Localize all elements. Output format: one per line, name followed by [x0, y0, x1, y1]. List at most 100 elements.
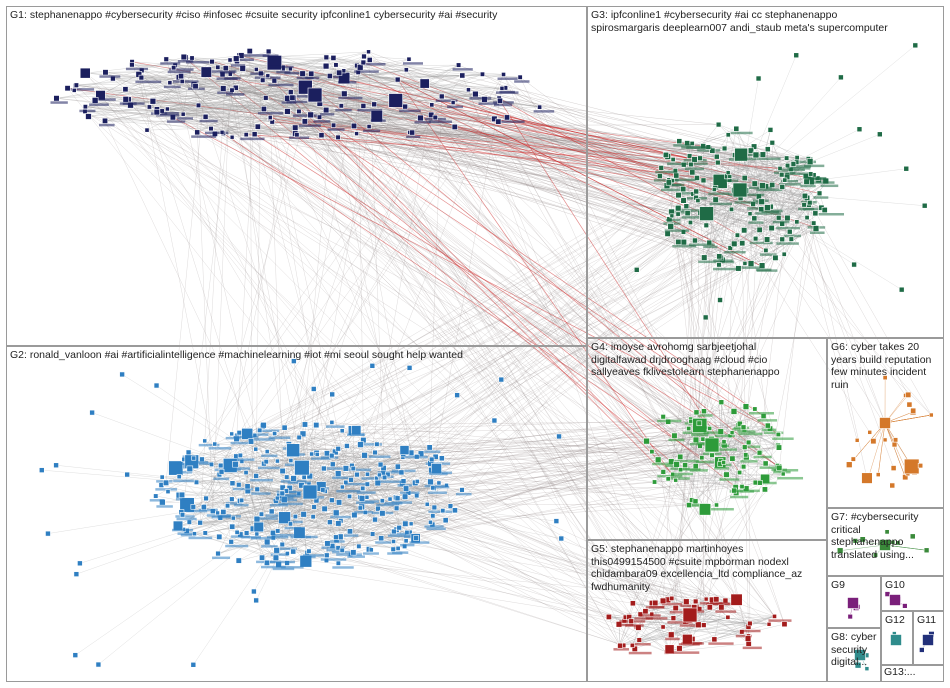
edge	[196, 482, 339, 564]
graph-node	[222, 65, 229, 72]
edge	[363, 56, 775, 617]
edge	[141, 70, 376, 520]
edge-highlight	[499, 100, 740, 473]
graph-node	[739, 484, 745, 490]
node-label-mark	[688, 162, 708, 165]
graph-node	[171, 65, 177, 71]
node-label-mark	[714, 467, 730, 470]
graph-node	[617, 642, 623, 649]
graph-node	[636, 637, 642, 643]
edge	[666, 185, 727, 475]
edge	[302, 433, 436, 470]
edge	[214, 157, 798, 445]
edge	[323, 420, 691, 469]
edge	[696, 177, 780, 448]
graph-node	[300, 511, 307, 518]
edge	[624, 620, 693, 640]
graph-node	[919, 647, 925, 653]
graph-node	[314, 451, 320, 457]
edge	[175, 467, 366, 513]
edge	[214, 97, 266, 135]
graph-node	[129, 61, 135, 68]
node-label-mark	[298, 124, 321, 127]
graph-node	[265, 73, 271, 79]
graph-node	[374, 441, 380, 447]
graph-node	[756, 226, 763, 233]
edge	[666, 623, 785, 653]
node-label-mark	[665, 637, 680, 641]
graph-node	[921, 202, 928, 209]
edge	[309, 379, 502, 493]
graph-node	[730, 593, 743, 606]
graph-node	[675, 211, 681, 217]
edge	[639, 634, 672, 641]
graph-node	[333, 62, 339, 68]
edge	[210, 128, 716, 200]
graph-node	[146, 104, 152, 110]
node-label-mark	[217, 515, 241, 518]
graph-node	[180, 111, 186, 117]
graph-node	[229, 496, 235, 502]
edge	[705, 189, 741, 318]
group-g2-label: G2: ronald_vanloon #ai #artificialintell…	[10, 349, 463, 361]
edge	[299, 474, 388, 533]
edge	[183, 56, 783, 240]
edge	[266, 562, 632, 622]
graph-node	[442, 517, 449, 524]
edge	[396, 411, 705, 509]
node-label-mark	[172, 528, 194, 532]
edge	[197, 57, 327, 133]
graph-node	[711, 187, 717, 192]
graph-node	[316, 114, 323, 120]
edge	[739, 129, 860, 191]
graph-node	[436, 480, 442, 486]
node-label-mark	[649, 605, 665, 609]
node-label-mark	[268, 83, 294, 87]
graph-node	[729, 430, 735, 436]
edge	[138, 74, 693, 144]
edge	[205, 72, 359, 117]
graph-node	[417, 114, 424, 122]
edge	[364, 455, 383, 514]
edge	[219, 474, 407, 489]
graph-node	[216, 533, 223, 540]
edge	[667, 156, 698, 431]
edge	[690, 164, 806, 197]
graph-node	[716, 253, 723, 260]
node-label-mark	[757, 419, 778, 422]
edge	[343, 70, 476, 95]
node-label-mark	[187, 509, 208, 513]
graph-node	[307, 111, 314, 119]
graph-node	[360, 103, 367, 109]
graph-node	[889, 482, 896, 489]
node-label-mark	[681, 146, 707, 149]
edge	[353, 125, 646, 612]
hub-node	[922, 634, 934, 646]
graph-node	[703, 222, 710, 229]
node-label-mark	[276, 547, 297, 551]
edge-highlight	[267, 75, 664, 473]
graph-node	[761, 486, 768, 493]
edge	[309, 488, 435, 494]
graph-node	[233, 55, 240, 62]
node-label-mark	[798, 207, 815, 211]
node-label-mark	[688, 243, 715, 247]
edge	[263, 108, 675, 436]
graph-node	[642, 608, 649, 615]
graph-node	[366, 49, 371, 55]
group-g1-label: G1: stephanenappo #cybersecurity #ciso #…	[10, 9, 498, 21]
graph-node	[339, 428, 345, 434]
edge	[688, 456, 747, 506]
node-label-mark	[161, 112, 179, 115]
graph-node	[717, 297, 723, 303]
edge	[183, 113, 296, 134]
graph-node	[71, 87, 77, 93]
edge	[686, 143, 697, 413]
node-label-mark	[639, 614, 661, 617]
node-label-mark	[156, 113, 180, 117]
edge	[238, 472, 402, 485]
node-label-mark	[265, 514, 289, 517]
graph-node	[699, 206, 714, 221]
edge	[85, 106, 779, 446]
graph-node	[733, 125, 740, 132]
